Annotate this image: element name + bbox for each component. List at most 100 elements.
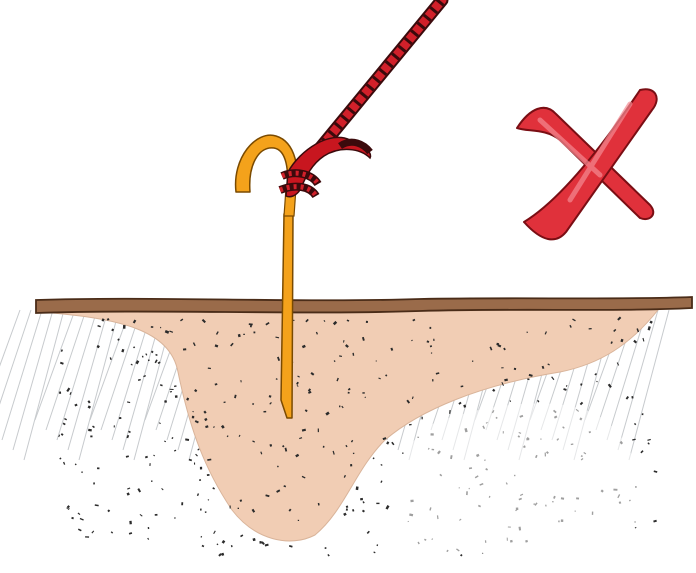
soil-speck: [66, 388, 70, 392]
soil-speck: [199, 479, 201, 481]
soil-speck: [185, 438, 189, 441]
soil-speck: [356, 486, 359, 490]
ground-surface: [36, 297, 692, 313]
soil-speck: [430, 327, 432, 329]
soil-speck: [85, 536, 89, 538]
soil-speck: [492, 389, 495, 392]
soil-speck: [460, 554, 463, 557]
soil-speck: [170, 391, 172, 392]
soil-speck: [501, 367, 503, 368]
soil-speck: [243, 334, 245, 335]
soil-speck: [63, 462, 65, 465]
soil-speck: [192, 416, 195, 419]
soil-speck: [222, 540, 226, 544]
soil-speck: [376, 503, 379, 504]
soil-speck: [318, 429, 319, 433]
soil-speck: [380, 480, 382, 483]
soil-speck: [563, 388, 567, 391]
soil-speck: [263, 411, 266, 413]
soil-speck: [145, 456, 148, 459]
soil-speck: [133, 346, 135, 348]
soil-speck: [252, 538, 255, 541]
soil-speck: [289, 545, 293, 548]
soil-speck: [325, 547, 327, 549]
soil-speck: [161, 488, 163, 490]
soil-speck: [327, 554, 329, 557]
soil-speck: [402, 452, 403, 454]
knot: [280, 137, 370, 196]
soil-speck: [551, 376, 554, 380]
soil-speck: [194, 463, 195, 465]
soil-speck: [510, 400, 512, 402]
soil-speck: [352, 509, 354, 512]
soil-speck: [205, 511, 207, 513]
soil-speck: [140, 514, 143, 517]
soil-speck: [174, 450, 176, 452]
soil-speck: [200, 509, 202, 511]
soil-speck: [218, 553, 222, 557]
soil-speck: [170, 389, 174, 390]
soil-speck: [265, 544, 269, 547]
soil-speck: [137, 488, 141, 492]
pale-ground-right: [390, 403, 642, 553]
hatch-line: [13, 310, 53, 450]
hatch-line: [68, 310, 108, 450]
soil-speck: [580, 402, 583, 405]
red-x-icon: [517, 89, 657, 239]
soil-speck: [238, 508, 239, 509]
soil-speck: [373, 551, 375, 553]
soil-speck: [164, 400, 167, 403]
soil-speck: [129, 521, 132, 525]
soil-speck: [642, 338, 644, 342]
soil-speck: [160, 327, 161, 328]
soil-speck: [634, 423, 636, 425]
soil-speck: [93, 482, 95, 484]
soil-speck: [148, 359, 150, 361]
soil-speck: [64, 418, 67, 420]
soil-speck: [127, 487, 130, 489]
soil-speck: [200, 467, 202, 470]
soil-speck: [147, 538, 149, 540]
soil-speck: [88, 400, 91, 403]
soil-speck: [212, 487, 215, 489]
soil-speck: [121, 349, 124, 353]
soil-speck: [202, 545, 205, 547]
soil-speck: [80, 518, 84, 521]
soil-speck: [647, 439, 651, 441]
soil-speck: [640, 450, 643, 453]
soil-speck: [110, 357, 112, 360]
soil-speck: [145, 353, 147, 355]
soil-speck: [60, 362, 64, 365]
soil-speck: [373, 457, 375, 459]
soil-speck: [380, 464, 382, 466]
soil-speck: [376, 544, 378, 546]
hatch-line: [2, 310, 42, 440]
soil-speck: [409, 424, 412, 426]
hatch-line: [0, 310, 20, 420]
soil-speck: [240, 534, 243, 537]
soil-speck: [88, 405, 91, 408]
soil-speck: [155, 514, 158, 516]
soil-speck: [346, 505, 349, 508]
soil-speck: [92, 425, 95, 428]
soil-speck: [230, 506, 231, 509]
soil-speck: [195, 454, 198, 457]
soil-speck: [174, 517, 176, 518]
soil-speck: [181, 502, 183, 505]
soil-speck: [149, 463, 150, 466]
soil-speck: [197, 493, 199, 496]
soil-speck: [127, 492, 130, 495]
soil-speck: [386, 505, 390, 510]
soil-speck: [648, 326, 651, 330]
soil-speck: [298, 520, 299, 521]
soil-speck: [221, 553, 224, 556]
soil-speck: [71, 517, 74, 519]
soil-speck: [422, 417, 423, 420]
soil-speck: [253, 331, 255, 333]
soil-speck: [647, 442, 649, 444]
soil-speck: [142, 356, 144, 358]
soil-speck: [386, 441, 389, 444]
soil-speck: [61, 433, 64, 436]
soil-speck: [78, 513, 81, 516]
soil-speck: [626, 396, 629, 400]
